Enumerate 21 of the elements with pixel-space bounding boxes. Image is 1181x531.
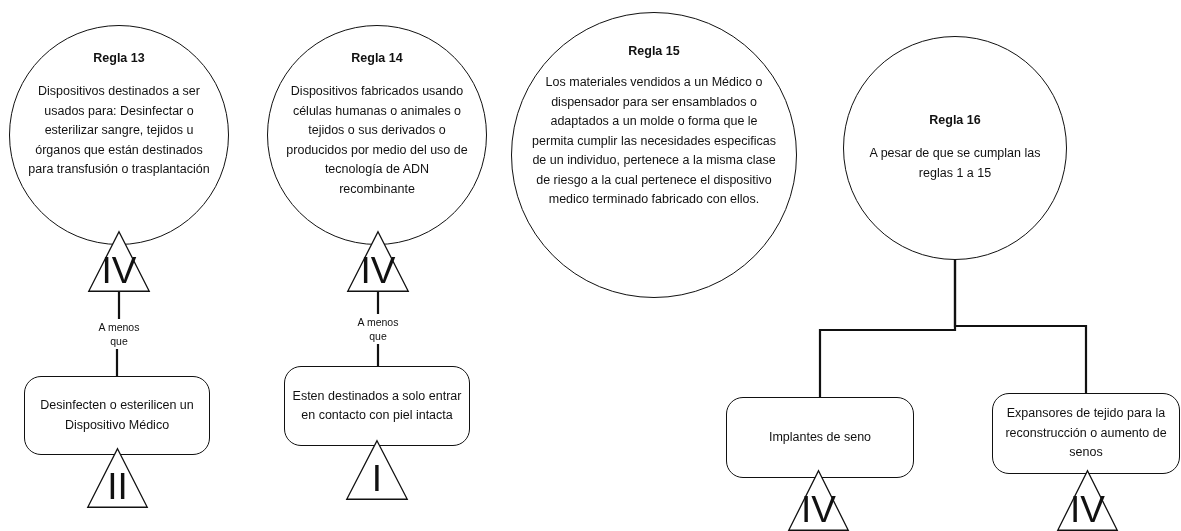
rule-text: A pesar de que se cumplan las reglas 1 a 15 — [868, 145, 1042, 182]
rule-heading: Regla 15 — [628, 43, 680, 59]
rule-heading: Regla 14 — [351, 50, 403, 66]
rule-text: Dispositivos fabricados usando células humanas o animales o tejidos o sus derivados o producidos por medio del uso de tecnología de ADN recombinante — [286, 83, 468, 198]
class-label: IV — [100, 252, 138, 289]
connector-line — [953, 260, 1088, 393]
class-triangle — [346, 440, 408, 500]
class-label: IV — [359, 252, 397, 289]
class-triangle — [788, 470, 849, 531]
class-triangle — [88, 231, 150, 292]
class-label: IV — [1069, 491, 1106, 528]
class-triangle — [1057, 470, 1118, 531]
rule-text: Dispositivos destinados a ser usados para: Desinfectar o esterilizar sangre, tejidos u órganos que están destinados para transfusión o trasplantación — [28, 83, 210, 178]
class-triangle — [347, 231, 409, 292]
rule-text: Los materiales vendidos a un Médico o dispensador para ser ensamblados o adaptados a un molde o forma que le permita cumplir las necesidades especificas de un individuo, pertenece a la misma clase de riesgo a la cual pertenece el dispositivo medico terminado fabricado con ellos. — [531, 74, 777, 208]
class-label: I — [370, 460, 384, 497]
class-label: IV — [800, 491, 837, 528]
class-label: II — [106, 468, 129, 505]
rule-heading: Regla 16 — [929, 112, 981, 128]
rule-heading: Regla 13 — [93, 50, 145, 66]
class-triangle — [87, 448, 148, 508]
